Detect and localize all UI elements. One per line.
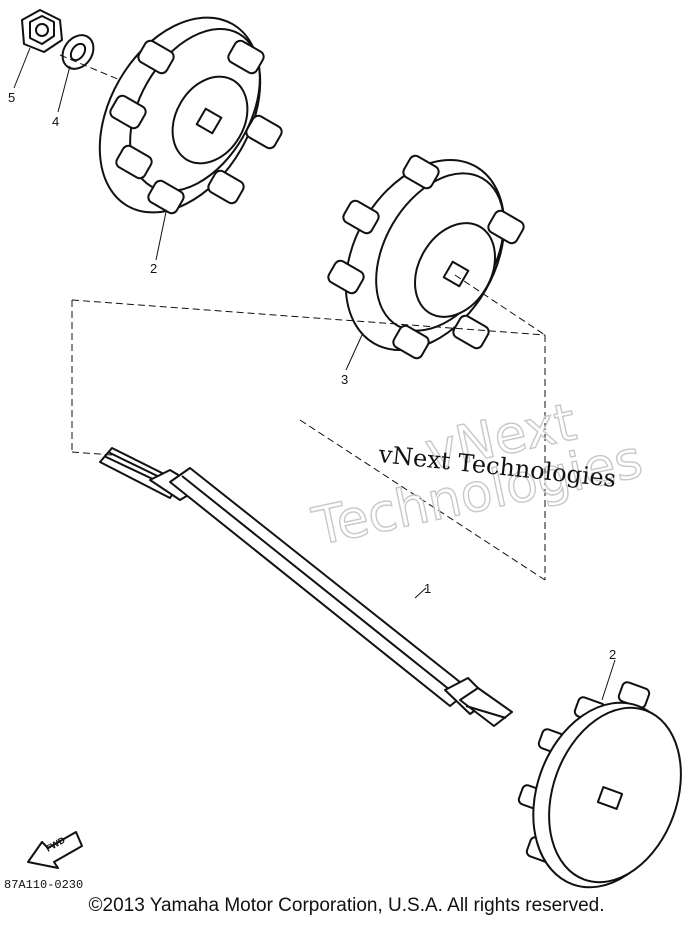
assembly-lines: [59, 54, 546, 581]
copyright-notice: ©2013 Yamaha Motor Corporation, U.S.A. A…: [88, 895, 605, 916]
washer-part-4: [61, 34, 95, 70]
leader-lines: [13, 47, 616, 701]
drive-shaft-part-1: [99, 447, 513, 727]
callout-1: 1: [424, 581, 431, 596]
callout-2-lower: 2: [609, 647, 616, 662]
part-code: 87A110-0230: [4, 878, 83, 892]
sprocket-part-2-lower: [517, 681, 682, 889]
callout-4: 4: [52, 114, 59, 129]
callout-2-upper: 2: [150, 261, 157, 276]
sprocket-part-3: [327, 154, 525, 360]
forward-arrow-icon: [27, 831, 83, 869]
sprocket-part-2-upper: [98, 16, 283, 215]
callout-3: 3: [341, 372, 348, 387]
nut-part-5: [21, 9, 63, 53]
callout-5: 5: [8, 90, 15, 105]
